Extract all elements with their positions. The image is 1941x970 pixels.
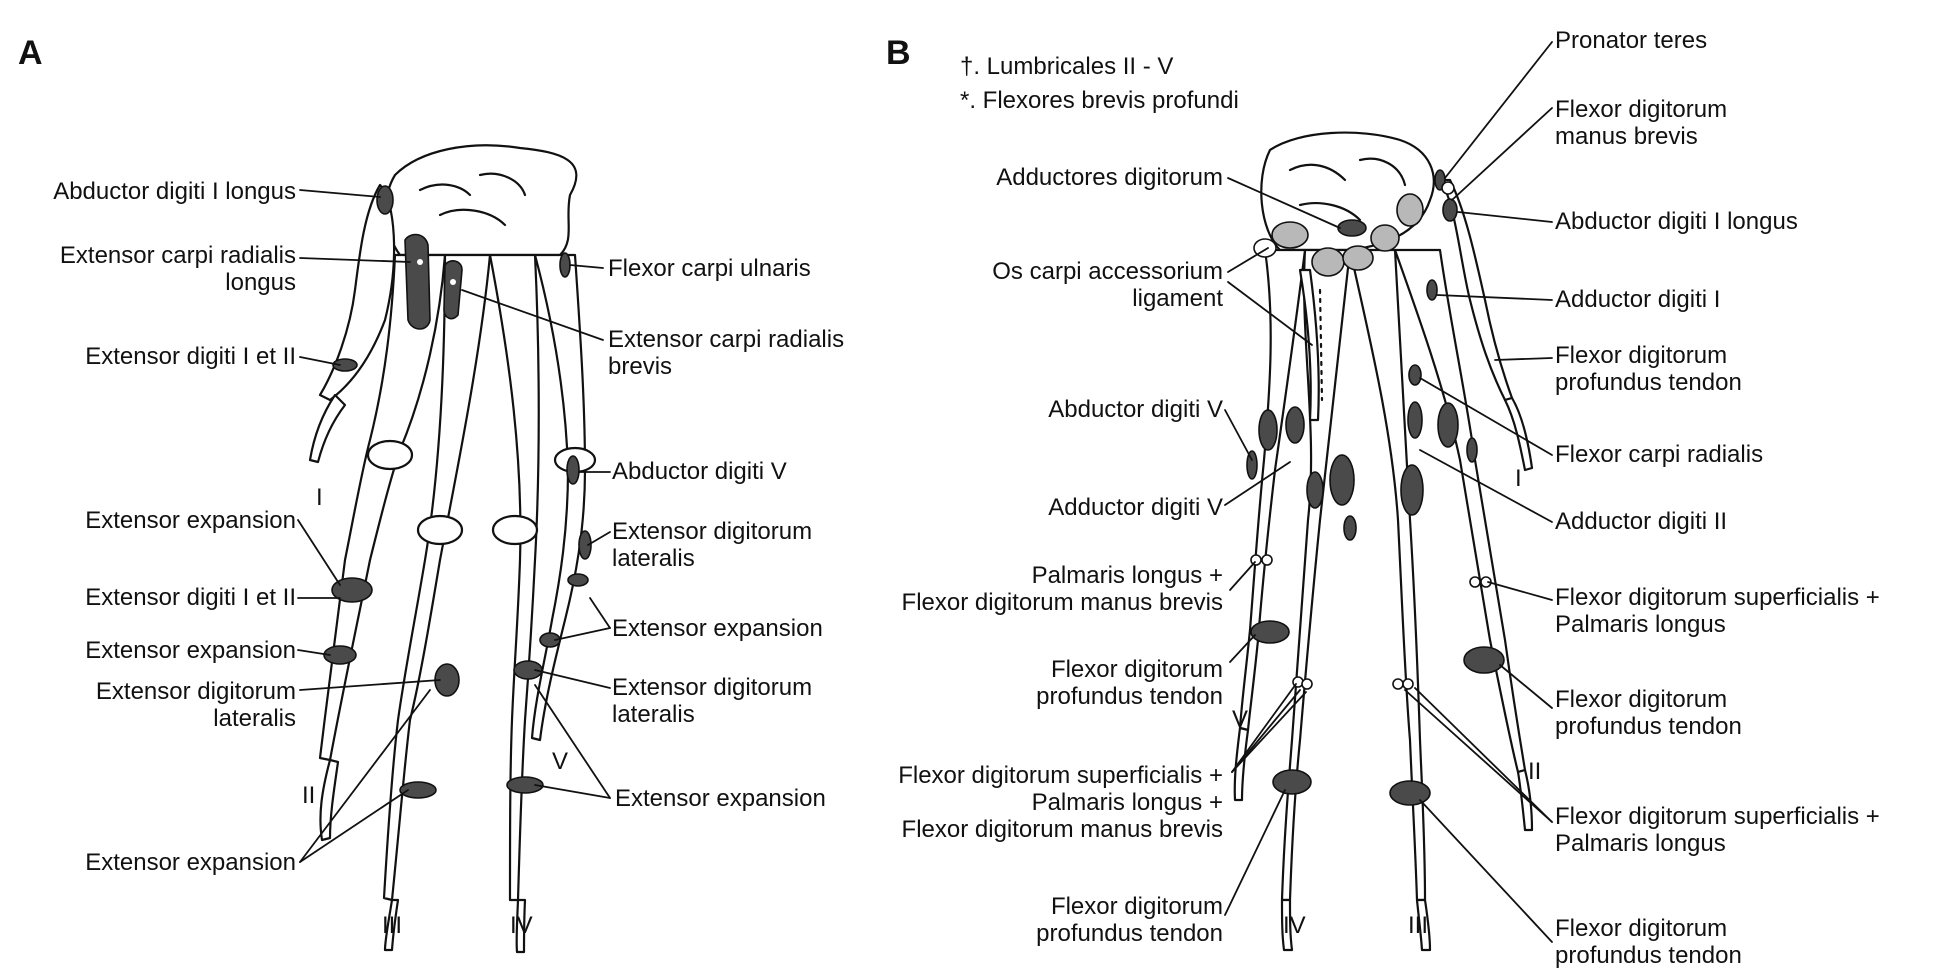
digit-label-v-a: V (552, 748, 569, 775)
label-line: Flexor digitorum (1050, 893, 1223, 920)
label-line: profundus tendon (1036, 920, 1223, 947)
label-extensor-expansion-2: Extensor expansion (85, 637, 296, 664)
label-line: profundus tendon (1555, 942, 1742, 969)
label-line: brevis (608, 353, 673, 380)
label-line: Extensor digitorum (612, 518, 813, 545)
label-adductores-digitorum: Adductores digitorum (996, 164, 1223, 191)
label-extensor-digiti-i-et-ii-top: Extensor digiti I et II (85, 343, 296, 370)
label-fds-pl-fdmb: Flexor digitorum superficialis + Palmari… (898, 762, 1223, 843)
label-extensor-expansion-right: Extensor expansion (612, 615, 823, 642)
label-line: lateralis (612, 701, 695, 728)
label-line: Palmaris longus (1555, 611, 1726, 638)
label-line: Palmaris longus + (1031, 789, 1223, 816)
label-abductor-digiti-i-longus-a: Abductor digiti I longus (53, 178, 296, 205)
label-flexor-carpi-radialis: Flexor carpi radialis (1555, 441, 1764, 468)
label-line: profundus tendon (1555, 713, 1742, 740)
label-line: Flexor digitorum manus brevis (901, 589, 1223, 616)
label-pronator-teres: Pronator teres (1555, 27, 1708, 54)
leader-lines-b (1224, 41, 1553, 943)
label-fdp-tendon-r2: Flexor digitorum profundus tendon (1555, 686, 1742, 740)
label-adductor-digiti-ii: Adductor digiti II (1555, 508, 1728, 535)
label-line: Palmaris longus (1555, 830, 1726, 857)
label-fdp-tendon-left: Flexor digitorum profundus tendon (1036, 656, 1223, 710)
panel-label-b: B (886, 34, 911, 72)
label-line: profundus tendon (1555, 369, 1742, 396)
label-line: Flexor digitorum superficialis + (1555, 803, 1880, 830)
label-line: longus (225, 269, 296, 296)
label-extensor-carpi-radialis-longus: Extensor carpi radialis longus (60, 242, 296, 296)
label-line: Flexor digitorum (1050, 656, 1223, 683)
digit-label-iii-a: III (382, 912, 403, 939)
label-line: lateralis (612, 545, 695, 572)
legend: †. Lumbricales II - V *. Flexores brevis… (960, 50, 1239, 118)
digit-label-iv-b: IV (1283, 912, 1306, 939)
digit-label-iv-a: IV (510, 912, 533, 939)
label-line: Os carpi accessorium (992, 258, 1223, 285)
digit-label-v-b: V (1232, 706, 1249, 733)
legend-dagger: †. Lumbricales II - V (960, 53, 1174, 80)
digit-label-i-a: I (316, 484, 323, 511)
label-fdp-tendon-bottom: Flexor digitorum profundus tendon (1036, 893, 1223, 947)
label-os-carpi-accessorium-ligament: Os carpi accessorium ligament (992, 258, 1223, 312)
panel-label-a: A (18, 34, 43, 72)
digit-label-ii-b: II (1528, 758, 1542, 785)
label-line: Extensor carpi radialis (59, 242, 296, 269)
leader-lines-a (297, 189, 611, 863)
label-fds-pl-r2: Flexor digitorum superficialis + Palmari… (1555, 803, 1880, 857)
label-line: lateralis (213, 705, 296, 732)
label-line: Extensor carpi radialis (608, 326, 845, 353)
label-extensor-digitorum-lateralis-right-bottom: Extensor digitorum lateralis (612, 674, 812, 728)
label-line: Extensor digitorum (95, 678, 296, 705)
label-extensor-digiti-i-et-ii-mid: Extensor digiti I et II (85, 584, 296, 611)
digit-label-iii-b: III (1408, 912, 1429, 939)
manus-dorsal-drawing (308, 144, 597, 954)
label-line: Flexor digitorum (1555, 96, 1728, 123)
label-fds-pl-r1: Flexor digitorum superficialis + Palmari… (1555, 584, 1880, 638)
label-abductor-digiti-v-b: Abductor digiti V (1048, 396, 1223, 423)
label-extensor-digitorum-lateralis-left: Extensor digitorum lateralis (96, 678, 296, 732)
label-adductor-digiti-i: Adductor digiti I (1555, 286, 1721, 313)
digit-label-ii-a: II (302, 782, 316, 809)
label-line: ligament (1132, 285, 1223, 312)
label-line: Palmaris longus + (1031, 562, 1223, 589)
label-palmaris-longus-fdmb: Palmaris longus + Flexor digitorum manus… (902, 562, 1223, 616)
label-extensor-expansion-right-bottom: Extensor expansion (615, 785, 826, 812)
label-flexor-digitorum-manus-brevis: Flexor digitorum manus brevis (1555, 96, 1727, 150)
label-line: Flexor digitorum manus brevis (901, 816, 1223, 843)
label-line: Extensor digitorum (612, 674, 813, 701)
label-line: Flexor digitorum superficialis + (898, 762, 1223, 789)
label-extensor-expansion-bottom: Extensor expansion (85, 849, 296, 876)
label-extensor-expansion-1: Extensor expansion (85, 507, 296, 534)
label-abductor-digiti-v-a: Abductor digiti V (612, 458, 787, 485)
label-flexor-carpi-ulnaris: Flexor carpi ulnaris (608, 255, 811, 282)
digit-label-i-b: I (1515, 465, 1522, 492)
label-line: profundus tendon (1036, 683, 1223, 710)
label-line: Flexor digitorum (1555, 686, 1728, 713)
label-abductor-digiti-i-longus-b: Abductor digiti I longus (1555, 208, 1798, 235)
label-line: Flexor digitorum superficialis + (1555, 584, 1880, 611)
label-line: Flexor digitorum (1555, 915, 1728, 942)
legend-asterisk: *. Flexores brevis profundi (960, 87, 1239, 114)
label-extensor-carpi-radialis-brevis: Extensor carpi radialis brevis (608, 326, 844, 380)
label-line: manus brevis (1555, 123, 1698, 150)
manus-palmar-drawing (1233, 131, 1534, 952)
label-line: Flexor digitorum (1555, 342, 1728, 369)
label-fdp-tendon-r1: Flexor digitorum profundus tendon (1555, 342, 1742, 396)
label-fdp-tendon-r3: Flexor digitorum profundus tendon (1555, 915, 1742, 969)
label-extensor-digitorum-lateralis-right-top: Extensor digitorum lateralis (612, 518, 812, 572)
label-adductor-digiti-v: Adductor digiti V (1048, 494, 1223, 521)
